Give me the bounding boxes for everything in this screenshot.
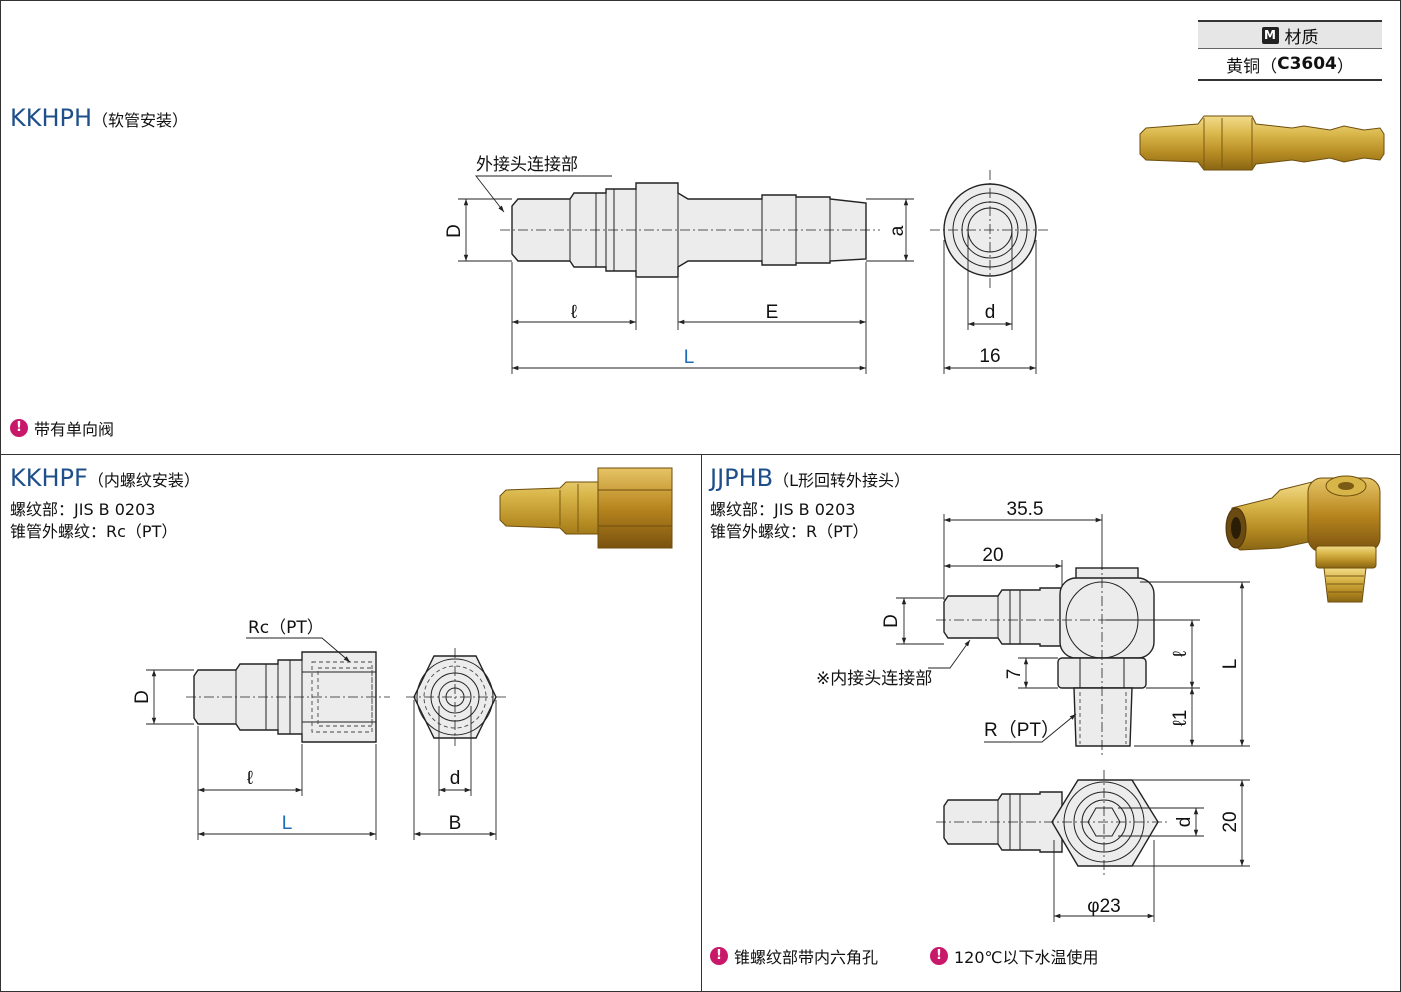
kkhph-dim-D: D	[444, 224, 465, 238]
material-header: M 材质	[1198, 22, 1382, 49]
kkhph-note: ! 带有单向阀	[10, 416, 114, 440]
kkhph-dim-L: L	[684, 347, 695, 368]
material-icon: M	[1261, 26, 1279, 44]
section-divider-horizontal	[0, 454, 1401, 455]
kkhph-dim-16: 16	[979, 346, 1000, 367]
kkhph-dim-E: E	[766, 302, 779, 323]
kkhph-label-male-connection: 外接头连接部	[476, 155, 578, 175]
jjphb-dim-D: D	[881, 614, 902, 628]
kkhpf-product-photo	[499, 467, 673, 549]
jjphb-dim-35-5: 35.5	[1007, 499, 1044, 520]
kkhpf-dim-B: B	[449, 813, 462, 834]
kkhph-product-photo	[1139, 115, 1385, 171]
kkhph-side-view: D a ℓ E L 外接头连接部	[444, 155, 914, 374]
kkhph-title-code: KKHPH	[10, 104, 93, 132]
kkhph-dim-d: d	[985, 302, 996, 323]
jjphb-note-1: ! 锥螺纹部带内六角孔	[710, 944, 878, 968]
warning-icon: !	[10, 419, 28, 437]
kkhph-dim-l: ℓ	[571, 302, 577, 323]
kkhpf-thread: 螺纹部：JIS B 0203	[10, 500, 156, 519]
material-value-prefix: 黄铜（	[1226, 56, 1278, 77]
material-value-suffix: ）	[1336, 56, 1354, 77]
kkhph-title-suffix: （软管安装）	[92, 111, 189, 130]
jjphb-dim-d: d	[1174, 817, 1195, 828]
material-value-code: C3604	[1277, 54, 1337, 74]
kkhpf-title: KKHPF（内螺纹安装）	[10, 464, 200, 492]
kkhph-dim-a: a	[887, 225, 908, 236]
warning-icon: !	[930, 947, 948, 965]
jjphb-product-photo	[1225, 475, 1381, 603]
kkhpf-dim-d: d	[450, 768, 461, 789]
jjphb-label-female-connection: ※内接头连接部	[816, 669, 932, 689]
jjphb-title: JJPHB（L形回转外接头）	[710, 464, 910, 492]
material-value: 黄铜（C3604）	[1198, 49, 1382, 79]
jjphb-label-r: R（PT）	[984, 719, 1060, 741]
kkhpf-dim-L: L	[282, 813, 293, 834]
jjphb-note-2-text: 120℃以下水温使用	[954, 948, 1099, 967]
jjphb-dim-20b: 20	[1220, 811, 1241, 832]
section-divider-vertical	[701, 454, 702, 992]
jjphb-dim-L: L	[1220, 659, 1241, 670]
jjphb-dim-l: ℓ	[1170, 651, 1191, 657]
material-table: M 材质 黄铜（C3604）	[1198, 20, 1382, 81]
kkhpf-dim-D: D	[132, 690, 153, 704]
kkhpf-pipe-thread: 锥管外螺纹：Rc（PT）	[10, 522, 178, 541]
kkhpf-title-suffix: （内螺纹安装）	[87, 471, 200, 490]
kkhph-note-text: 带有单向阀	[34, 420, 115, 439]
kkhpf-label-rc: Rc（PT）	[248, 618, 324, 638]
jjphb-dim-l1: ℓ1	[1170, 710, 1191, 727]
jjphb-dim-20a: 20	[982, 545, 1003, 566]
kkhpf-title-code: KKHPF	[10, 464, 88, 492]
jjphb-title-code: JJPHB	[710, 464, 774, 492]
jjphb-pipe-thread: 锥管外螺纹：R（PT）	[710, 522, 869, 541]
kkhpf-end-view: d B	[406, 648, 506, 840]
jjphb-dim-phi23: φ23	[1087, 896, 1120, 917]
kkhpf-side-view: D ℓ L Rc（PT）	[132, 618, 390, 840]
jjphb-top-view: d 20 φ23	[936, 770, 1250, 922]
kkhph-title: KKHPH（软管安装）	[10, 104, 188, 132]
jjphb-dim-7: 7	[1004, 669, 1025, 680]
warning-icon: !	[710, 947, 728, 965]
jjphb-side-view: 35.5 20 D 7 ℓ ℓ1 L ※内接头连接部 R（PT）	[816, 499, 1250, 756]
jjphb-note-2: ! 120℃以下水温使用	[930, 944, 1099, 968]
kkhpf-dim-l: ℓ	[247, 768, 253, 789]
kkhph-end-view: d 16	[930, 170, 1050, 374]
jjphb-thread: 螺纹部：JIS B 0203	[710, 500, 856, 519]
jjphb-note-1-text: 锥螺纹部带内六角孔	[734, 948, 879, 967]
material-header-label: 材质	[1284, 27, 1319, 48]
jjphb-title-suffix: （L形回转外接头）	[773, 471, 911, 490]
